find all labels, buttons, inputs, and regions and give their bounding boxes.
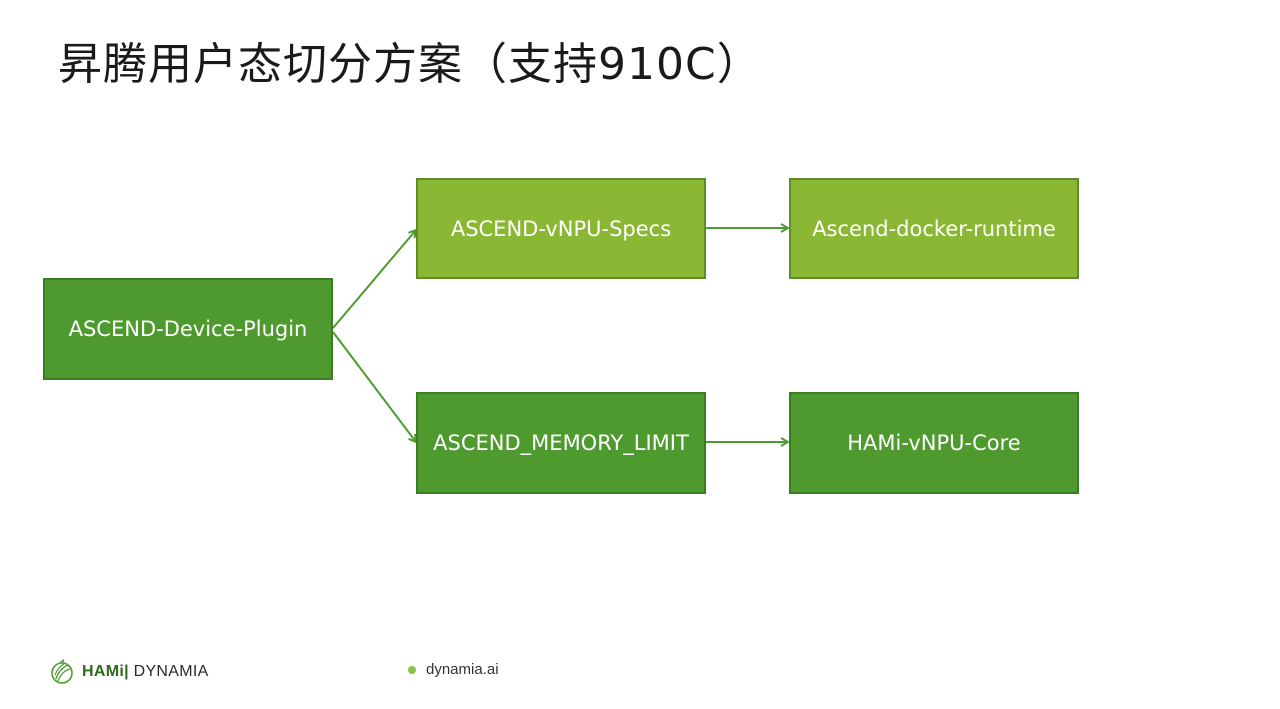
node-label: ASCEND_MEMORY_LIMIT [433, 431, 689, 455]
node-device-plugin: ASCEND-Device-Plugin [43, 278, 333, 380]
footer-site-url[interactable]: dynamia.ai [426, 661, 499, 678]
node-label: ASCEND-vNPU-Specs [450, 216, 672, 241]
arrow-plugin-to-specs [332, 230, 416, 329]
green-dot-icon [408, 665, 416, 674]
hami-leaf-icon [51, 659, 73, 684]
node-vnpu-specs: ASCEND-vNPU-Specs [416, 178, 706, 279]
slide-title: 昇腾用户态切分方案（支持910C） [58, 39, 762, 90]
brand-primary: HAMi| [82, 663, 129, 680]
node-docker-runtime: Ascend-docker-runtime [789, 178, 1079, 279]
node-label: ASCEND-Device-Plugin [68, 317, 308, 341]
node-memory-limit: ASCEND_MEMORY_LIMIT [416, 392, 706, 494]
footer-site: dynamia.ai [408, 661, 499, 678]
brand-secondary: DYNAMIA [128, 663, 209, 680]
node-label: Ascend-docker-runtime [812, 216, 1056, 241]
footer-brand: HAMi| DYNAMIA [82, 663, 209, 681]
node-hami-core: HAMi-vNPU-Core [789, 392, 1079, 494]
footer-logo: HAMi| DYNAMIA [50, 659, 209, 685]
arrow-plugin-to-memory [332, 331, 416, 442]
node-label: HAMi-vNPU-Core [847, 431, 1021, 455]
